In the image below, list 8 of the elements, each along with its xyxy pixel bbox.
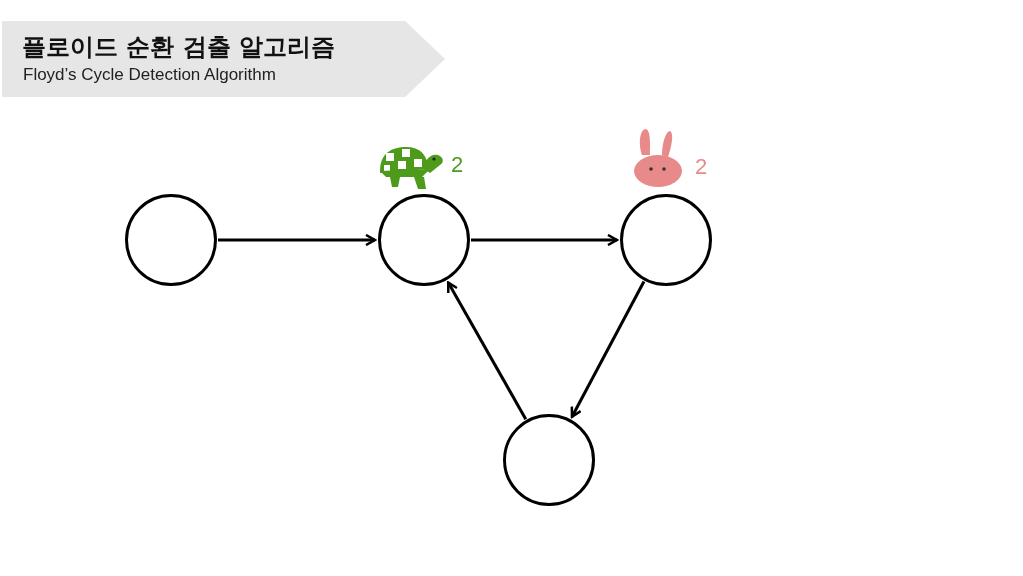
step-count: 2 [451,154,464,176]
subtitle: Floyd’s Cycle Detection Algorithm [23,64,276,86]
arrow [218,233,377,247]
arrow [570,280,646,418]
arrow [446,281,528,420]
title: 플로이드 순환 검출 알고리즘 [22,32,336,62]
step-count: 2 [695,156,708,178]
arrow [471,233,619,247]
